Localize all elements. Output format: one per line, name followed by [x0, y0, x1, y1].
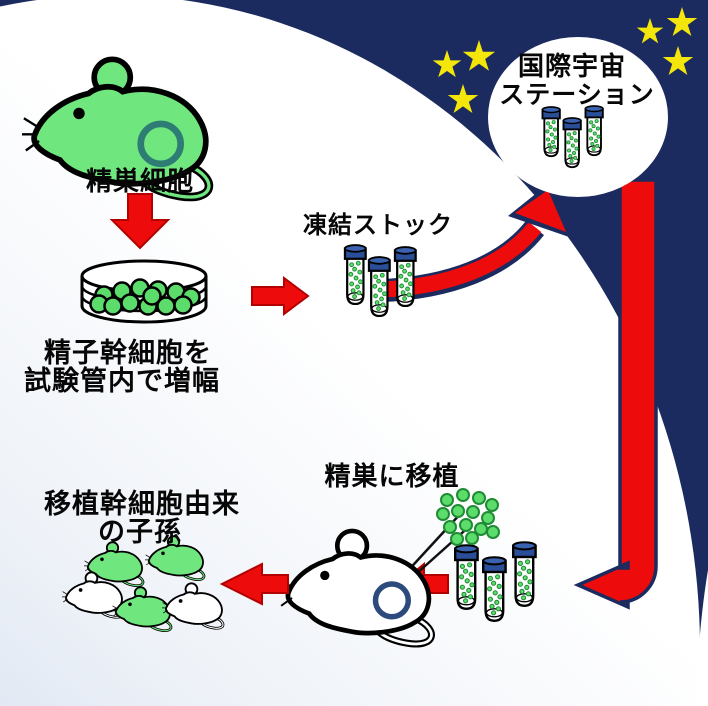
star-icon [432, 50, 462, 78]
petri-dish-icon [80, 259, 208, 324]
iss-label-line1: 国際宇宙 [517, 51, 627, 81]
outer-orbit-arc [696, 570, 708, 706]
star-icon [666, 7, 698, 36]
star-icon [662, 46, 694, 75]
culture-label-line2: 試験管内で増幅 [24, 366, 220, 396]
returned-vials [454, 541, 537, 622]
offspring-label-line1: 移植幹細胞由来 [44, 489, 240, 519]
frozen-stock-label: 凍結ストック [303, 212, 453, 239]
frozen-stock-vials [343, 244, 417, 318]
offspring-label-line2: の子孫 [98, 517, 182, 547]
star-icon [462, 40, 496, 71]
offspring-mice [60, 534, 225, 633]
transplant-group [278, 488, 500, 644]
arrow-down-icon [109, 193, 171, 250]
star-icon [447, 84, 479, 113]
offspring-mouse-icon [160, 581, 225, 630]
transplant-label: 精巣に移植 [324, 461, 460, 491]
injected-cells-icon [436, 488, 500, 546]
iss-bubble [488, 37, 668, 197]
culture-label-line1: 精子幹細胞を [44, 338, 212, 368]
donor-mouse-label: 精巣細胞 [85, 166, 195, 196]
iss-label-line2: ステーション [499, 81, 655, 109]
arrow-left-to-offspring-icon [219, 562, 289, 606]
star-icon [636, 18, 664, 44]
recipient-mouse-icon [278, 531, 431, 644]
return-arrow-icon [573, 178, 658, 610]
arrow-right-icon [251, 276, 310, 316]
